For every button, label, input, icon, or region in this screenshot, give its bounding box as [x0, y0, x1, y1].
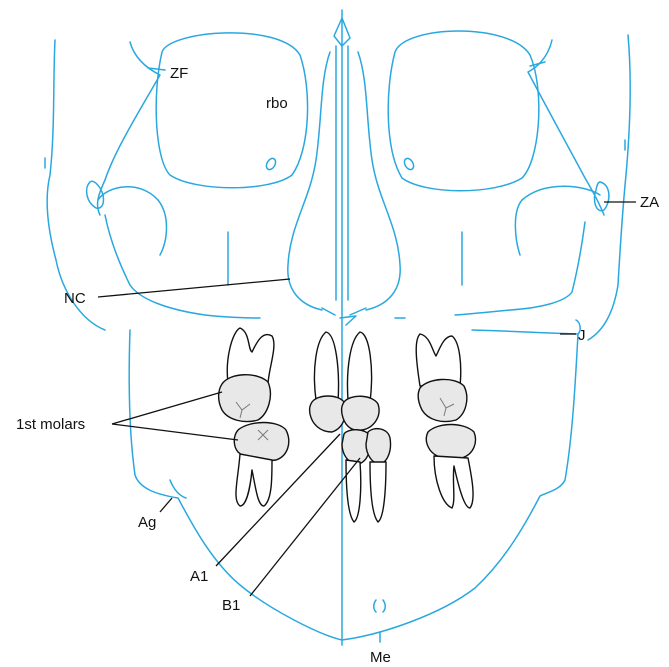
upper-right-molar-crown — [418, 379, 467, 421]
right-foramen — [403, 157, 416, 171]
label-nc: NC — [64, 290, 86, 307]
upper-left-molar-crown — [219, 375, 271, 422]
skull-right-side — [588, 35, 630, 340]
left-zygomatic-arch — [87, 181, 104, 208]
nc-leader — [98, 279, 290, 297]
label-rbo: rbo — [266, 95, 288, 112]
upper-right-incisor-crown — [342, 396, 379, 430]
me-mark-right — [383, 600, 385, 612]
label-zf: ZF — [170, 65, 188, 82]
label-za: ZA — [640, 194, 659, 211]
upper-right-incisor — [348, 332, 372, 402]
right-nasal-cavity — [358, 52, 400, 310]
skull-outline — [45, 10, 630, 645]
left-foramen — [265, 157, 278, 171]
palate-left — [322, 308, 335, 315]
upper-left-incisor — [314, 332, 338, 402]
left-maxilla-line — [105, 215, 260, 318]
left-nasal-cavity — [288, 52, 330, 310]
molar-leader-upper — [112, 392, 222, 424]
left-zygoma — [98, 187, 167, 255]
lower-right-incisor-crown — [366, 429, 391, 464]
palate-right — [350, 308, 366, 315]
ag-notch — [170, 480, 186, 498]
ag-leader — [160, 498, 172, 512]
me-mark-left — [374, 600, 376, 612]
right-orbit — [388, 31, 539, 191]
lower-left-molar-root — [236, 454, 272, 506]
lower-right-incisor-root — [370, 462, 386, 522]
upper-left-incisor-crown — [310, 396, 346, 432]
right-zygomatic-arch — [594, 182, 609, 211]
right-lateral-rim — [528, 40, 604, 215]
label-a1: A1 — [190, 568, 208, 585]
label-j: J — [578, 327, 586, 344]
label-me: Me — [370, 649, 391, 666]
label-first-molars: 1st molars — [16, 416, 85, 433]
label-ag: Ag — [138, 514, 156, 531]
skull-left-side — [47, 40, 105, 330]
lower-left-incisor-root — [346, 460, 361, 522]
dentition — [219, 328, 476, 522]
right-zygoma — [515, 186, 600, 255]
upper-right-molar-root — [416, 334, 461, 386]
jugal-line — [472, 320, 580, 334]
right-maxilla-line — [455, 222, 585, 315]
label-b1: B1 — [222, 597, 240, 614]
lower-right-molar-root — [434, 456, 473, 508]
lower-right-molar-crown — [426, 425, 475, 459]
